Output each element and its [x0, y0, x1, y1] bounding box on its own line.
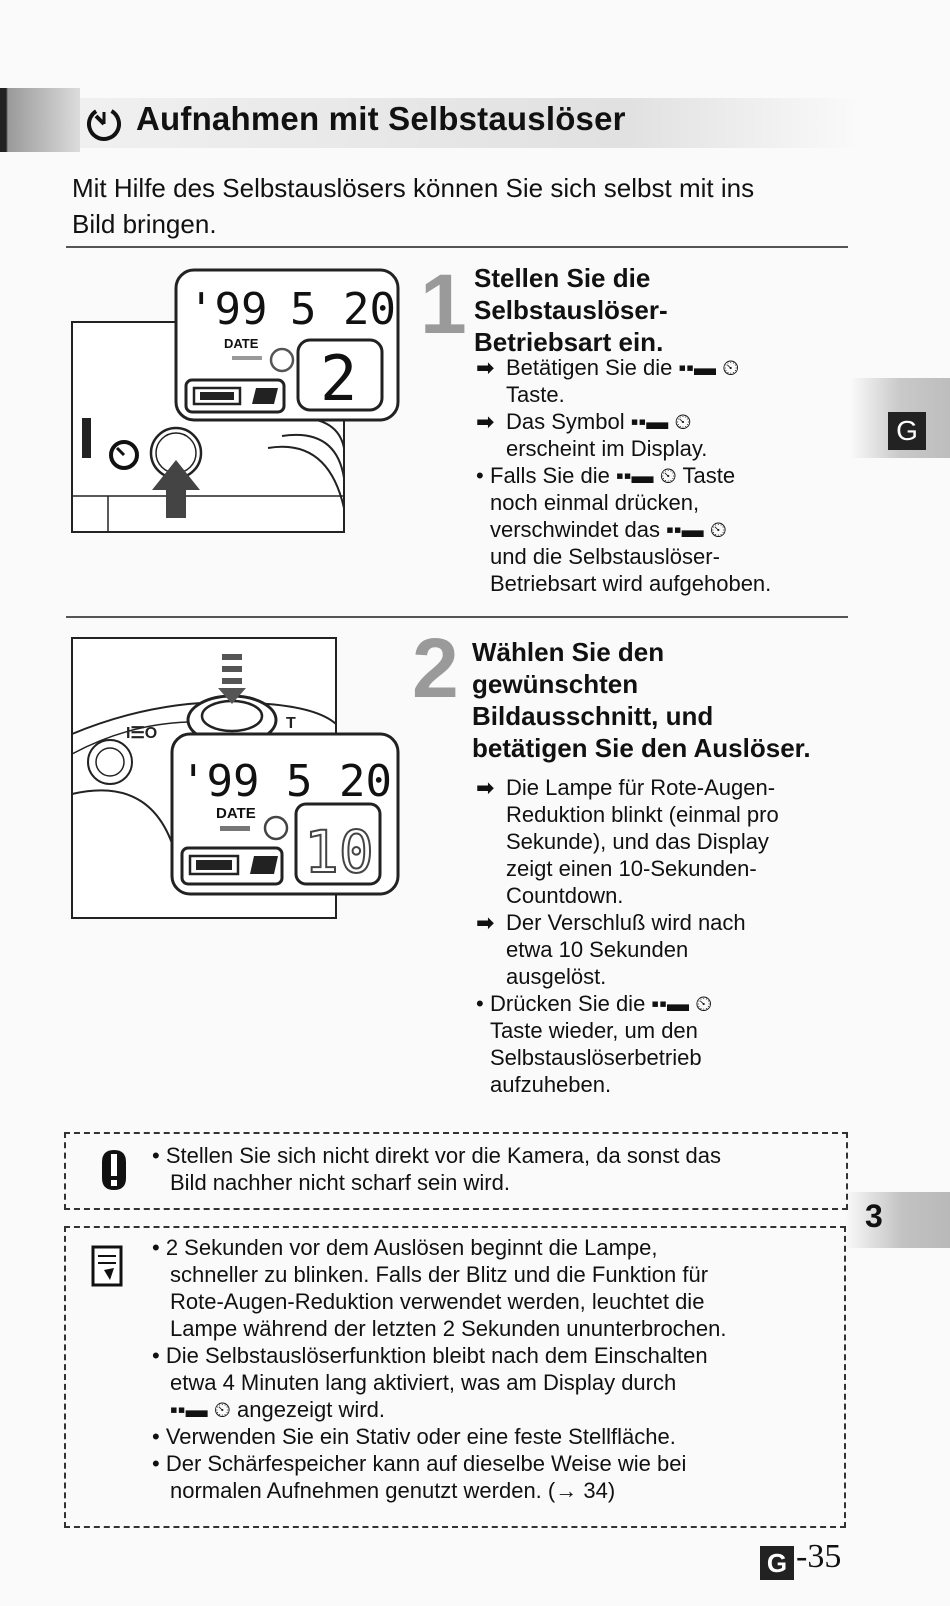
header-shade: [80, 98, 860, 148]
step-number: 1: [420, 257, 467, 351]
page-tab: G: [760, 1546, 794, 1580]
language-tab: G: [888, 412, 926, 450]
lcd-date: 5 20: [290, 284, 396, 335]
svg-text:DATE: DATE: [216, 805, 256, 822]
lcd-year: '99: [188, 284, 267, 335]
lcd-date: 5 20: [286, 756, 392, 807]
chapter-number: 3: [865, 1198, 883, 1234]
step2-illustration: I☰O T '99 5 20 DATE 10: [71, 637, 400, 919]
caution-box: [64, 1132, 848, 1210]
arrow-icon: ➡: [476, 775, 495, 800]
timer-symbol-icon: [109, 440, 139, 470]
step2-body: ➡Die Lampe für Rote-Augen- Reduktion bli…: [476, 775, 779, 1097]
intro-line: Bild bringen.: [72, 209, 217, 239]
arrow-icon: ➡: [476, 409, 495, 434]
svg-text:I☰O: I☰O: [126, 725, 157, 742]
step1-illustration: '99 5 20 DATE 2: [71, 268, 400, 533]
intro-line: Mit Hilfe des Selbstauslösers können Sie…: [72, 173, 755, 203]
page-title: Aufnahmen mit Selbstauslöser: [136, 100, 626, 137]
caution-icon: [102, 1150, 126, 1190]
step2-heading: Wählen Sie den gewünschten Bildausschnit…: [472, 637, 811, 763]
arrow-icon: ➡: [476, 355, 495, 380]
step1-heading: Stellen Sie die Selbstauslöser- Betriebs…: [474, 263, 668, 357]
memo-text: • 2 Sekunden vor dem Auslösen beginnt di…: [152, 1235, 727, 1503]
caution-text: • Stellen Sie sich nicht direkt vor die …: [152, 1143, 721, 1195]
step1-body: ➡Betätigen Sie die ▪▪▬ ⏲ Taste. ➡Das Sym…: [476, 355, 772, 596]
svg-text:DATE: DATE: [224, 336, 259, 351]
step-number: 2: [412, 621, 459, 715]
header-marker: [0, 88, 80, 152]
memo-box: [64, 1226, 846, 1528]
intro-text: Mit Hilfe des Selbstauslösers können Sie…: [72, 170, 862, 242]
divider: [66, 616, 848, 618]
lcd-countdown: 10: [304, 818, 374, 886]
divider: [66, 246, 848, 248]
page-number: G-35: [760, 1538, 841, 1580]
self-timer-icon: [87, 107, 121, 141]
memo-icon: [91, 1245, 123, 1287]
lcd-countdown: 2: [320, 342, 357, 415]
chapter-tab-shade: [845, 1192, 950, 1248]
svg-text:T: T: [286, 715, 296, 732]
lcd-year: '99: [180, 756, 259, 807]
arrow-icon: ➡: [476, 910, 495, 935]
